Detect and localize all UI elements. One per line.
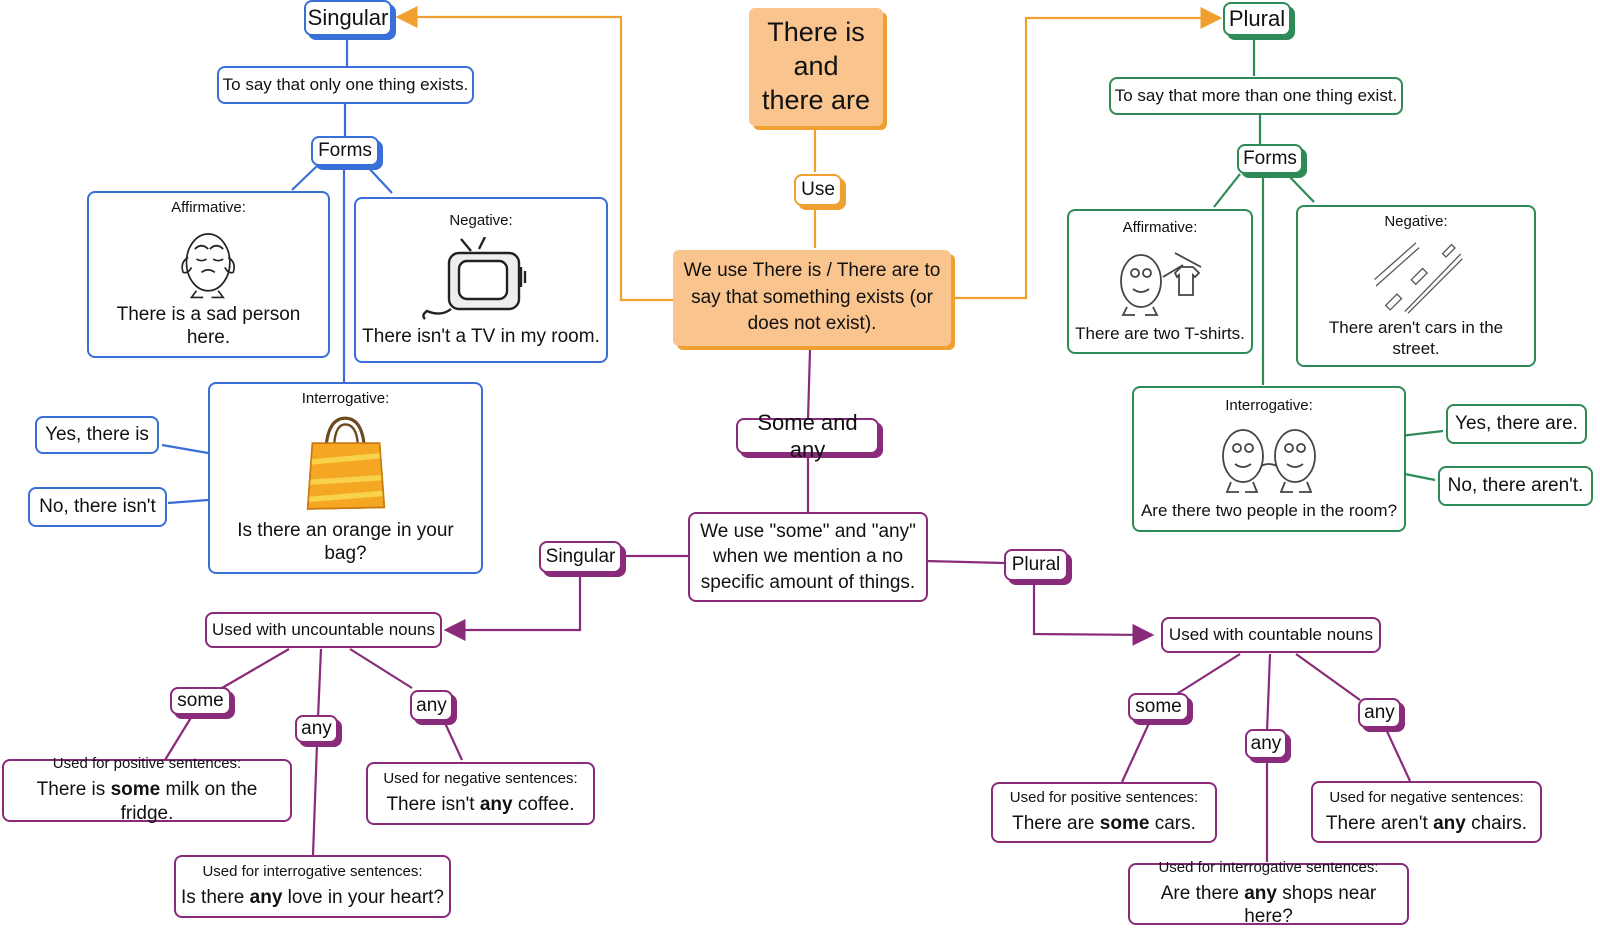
sa-singular-rule-node: Used with uncountable nouns [205, 612, 442, 648]
bag-icon [306, 416, 385, 510]
sa-singular-any-mid-node: any [295, 715, 338, 743]
sa-singular-any-right-node: any [410, 690, 453, 721]
negative-caption: Negative: [1384, 213, 1448, 230]
sa-plural-rule-node: Used with countable nouns [1161, 617, 1381, 653]
affirmative-caption: Affirmative: [1122, 218, 1198, 236]
empty-street-icon [1374, 242, 1463, 314]
title-node: There is and there are [749, 8, 883, 126]
positive-caption: Used for positive sentences: [1009, 789, 1199, 807]
plural-interrogative-node: Interrogative: Are there two people in t… [1132, 386, 1406, 532]
singular-interrogative-node: Interrogative: Is there an orange in you… [208, 382, 483, 574]
singular-no-node: No, there isn't [28, 487, 167, 527]
sa-plural-some-node: some [1128, 693, 1189, 721]
two-people-icon [1222, 428, 1316, 493]
some-label: some [1135, 696, 1182, 718]
sa-plural-positive-node: Used for positive sentences: There are s… [991, 782, 1217, 843]
interrogative-caption: Used for interrogative sentences: [1158, 858, 1379, 876]
sa-plural-label: Plural [1011, 554, 1061, 576]
singular-meaning-node: To say that only one thing exists. [217, 66, 474, 104]
interrogative-caption: Interrogative: [301, 390, 390, 407]
interrogative-caption: Used for interrogative sentences: [202, 863, 423, 881]
singular-negative-node: Negative: There isn't a TV in my room. [354, 197, 608, 363]
affirmative-sentence: There are two T-shirts. [1075, 324, 1245, 344]
negative-caption: Used for negative sentences: [1329, 788, 1524, 806]
interrogative-sentence: Are there any shops near here? [1160, 882, 1377, 928]
sa-plural-negative-node: Used for negative sentences: There aren'… [1311, 781, 1542, 843]
sa-singular-rule-text: Used with uncountable nouns [211, 620, 436, 640]
sa-singular-label: Singular [545, 546, 616, 568]
plural-forms-node: Forms [1237, 144, 1303, 174]
sad-person-icon [180, 232, 235, 298]
plural-affirmative-node: Affirmative: There are two T-shirts. [1067, 209, 1253, 354]
sa-singular-positive-node: Used for positive sentences: There is so… [2, 755, 292, 824]
use-node: Use [794, 174, 842, 206]
positive-caption: Used for positive sentences: [52, 755, 242, 773]
interrogative-caption: Interrogative: [1225, 397, 1313, 414]
use-label: Use [801, 179, 835, 201]
any-label: any [301, 718, 332, 740]
plural-yes-node: Yes, there are. [1446, 404, 1587, 444]
some-any-node: Some and any [736, 410, 879, 462]
plural-meaning-node: To say that more than one thing exist. [1109, 77, 1403, 115]
sa-plural-rule-text: Used with countable nouns [1168, 625, 1374, 645]
singular-meaning-text: To say that only one thing exists. [222, 75, 469, 95]
sa-plural-interrogative-node: Used for interrogative sentences: Are th… [1128, 859, 1409, 927]
singular-yes-text: Yes, there is [45, 424, 149, 446]
singular-label: Singular [307, 5, 389, 31]
sa-singular-negative-node: Used for negative sentences: There isn't… [366, 762, 595, 825]
plural-no-node: No, there aren't. [1438, 466, 1593, 506]
sa-plural-any-right-node: any [1358, 698, 1401, 728]
some-label: some [177, 690, 224, 712]
any-label: any [1250, 733, 1282, 755]
singular-forms-node: Forms [311, 136, 379, 166]
negative-sentence: There isn't any coffee. [386, 794, 575, 815]
sa-plural-node: Plural [1004, 549, 1068, 581]
sa-singular-some-node: some [170, 687, 231, 715]
negative-sentence: There isn't a TV in my room. [362, 325, 600, 347]
main-definition-text: We use There is / There are to say that … [683, 260, 941, 335]
negative-sentence: There aren't any chairs. [1325, 812, 1528, 834]
plural-forms-label: Forms [1243, 148, 1297, 170]
any-label: any [1364, 702, 1395, 724]
main-definition-node: We use There is / There are to say that … [673, 250, 951, 346]
interrogative-sentence: Are there two people in the room? [1140, 500, 1398, 520]
plural-label: Plural [1228, 6, 1286, 32]
some-any-definition-text: We use "some" and "any" when we mention … [700, 520, 916, 593]
sa-singular-interrogative-node: Used for interrogative sentences: Is the… [174, 855, 451, 918]
tv-icon [422, 236, 527, 320]
singular-yes-node: Yes, there is [35, 416, 159, 454]
affirmative-caption: Affirmative: [171, 199, 246, 216]
negative-caption: Negative: [449, 211, 513, 229]
singular-forms-label: Forms [318, 140, 372, 162]
person-with-tshirt-icon [1120, 252, 1202, 317]
singular-no-text: No, there isn't [39, 496, 156, 518]
plural-node: Plural [1223, 2, 1291, 36]
interrogative-sentence: Is there an orange in your bag? [237, 519, 454, 565]
plural-no-text: No, there aren't. [1447, 475, 1584, 497]
interrogative-sentence: Is there any love in your heart? [181, 887, 444, 908]
sa-singular-node: Singular [539, 541, 622, 573]
any-label: any [416, 694, 447, 716]
sa-plural-any-mid-node: any [1245, 729, 1287, 759]
positive-sentence: There is some milk on the fridge. [36, 779, 258, 824]
affirmative-sentence: There is a sad person here. [116, 303, 301, 349]
plural-yes-text: Yes, there are. [1455, 413, 1578, 435]
some-any-label: Some and any [757, 409, 858, 463]
singular-affirmative-node: Affirmative: There is a sad person here. [87, 191, 330, 358]
negative-sentence: There aren't cars in the street. [1328, 317, 1504, 358]
singular-node: Singular [304, 0, 392, 36]
some-any-definition-node: We use "some" and "any" when we mention … [688, 512, 928, 602]
plural-meaning-text: To say that more than one thing exist. [1114, 86, 1398, 106]
title-text: There is and there are [761, 17, 871, 115]
plural-negative-node: Negative: There aren't cars in the stree… [1296, 205, 1536, 367]
negative-caption: Used for negative sentences: [383, 770, 578, 788]
positive-sentence: There are some cars. [1012, 813, 1196, 834]
